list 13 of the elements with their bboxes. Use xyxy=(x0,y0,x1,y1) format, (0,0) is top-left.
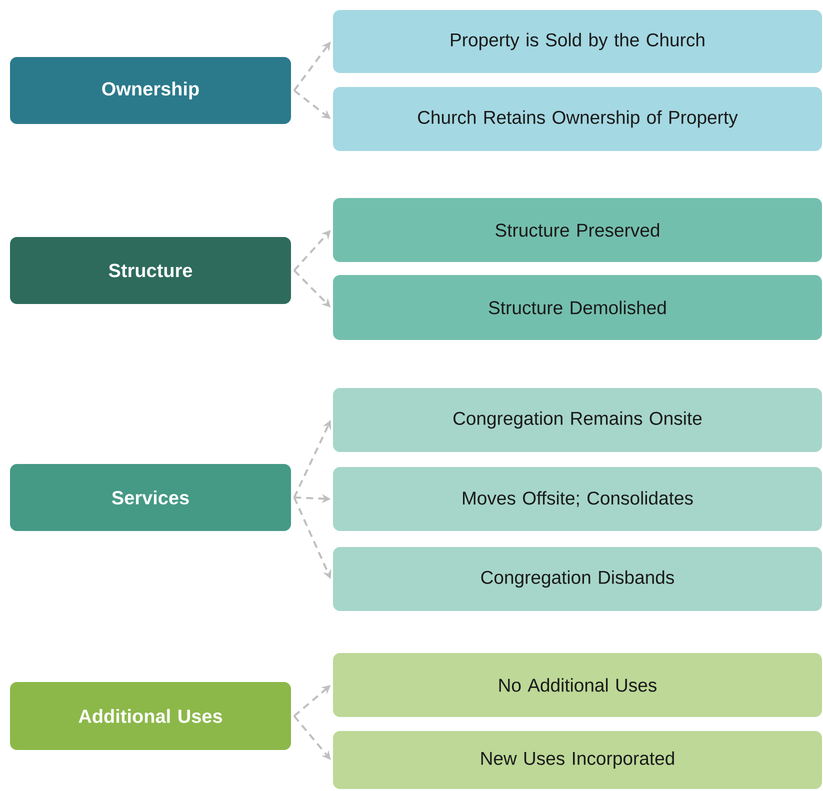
option-box: Structure Preserved xyxy=(333,198,822,262)
option-box: Church Retains Ownership of Property xyxy=(333,86,822,151)
option-box: New Uses Incorporated xyxy=(333,730,822,789)
option-box: Congregation Disbands xyxy=(333,546,822,611)
category-box: Services xyxy=(10,464,291,531)
option-box: No Additional Uses xyxy=(333,652,822,717)
option-box: Moves Offsite; Consolidates xyxy=(333,466,822,531)
category-box: Structure xyxy=(10,236,291,304)
option-box: Property is Sold by the Church xyxy=(333,10,822,73)
category-box: Additional Uses xyxy=(10,682,291,750)
category-box: Ownership xyxy=(10,56,291,124)
option-box: Congregation Remains Onsite xyxy=(333,388,822,452)
option-box: Structure Demolished xyxy=(333,274,822,340)
